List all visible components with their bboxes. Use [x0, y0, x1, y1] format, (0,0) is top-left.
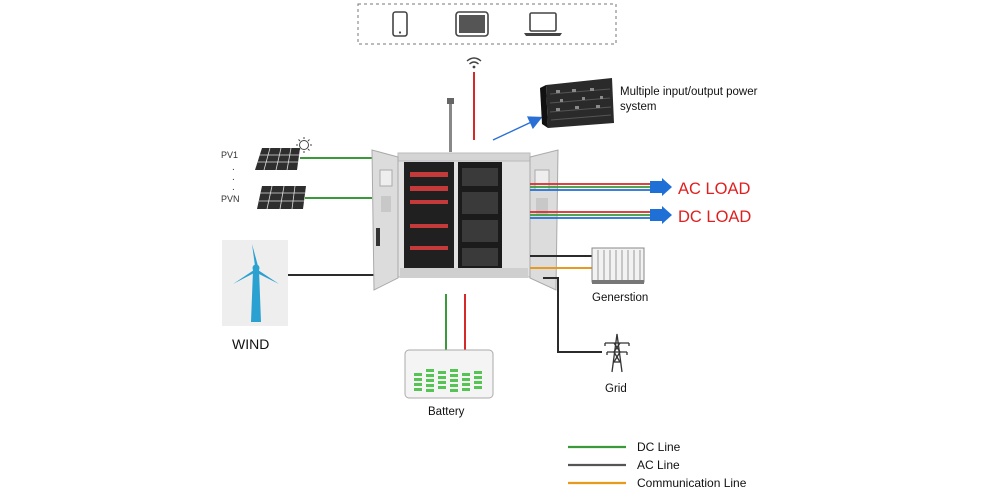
dc-load-label: DC LOAD: [678, 208, 751, 226]
generator-image: [591, 247, 645, 284]
grid-label: Grid: [605, 383, 627, 395]
dc-load-arrow: [650, 206, 672, 224]
multi-io-rack-image: [540, 78, 614, 128]
generation-label: Generstion: [592, 292, 648, 304]
battery-image: [404, 349, 494, 399]
pv-dot-1: .: [232, 162, 235, 173]
pv1-label: PV1: [221, 150, 238, 160]
multi-io-label-line1: Multiple input/output power: [620, 86, 758, 98]
legend: DC Line AC Line Communication Line: [568, 440, 747, 490]
multi-io-label-line2: system: [620, 101, 656, 113]
grid-ac-line: [543, 277, 602, 353]
wifi-icon: [466, 57, 482, 69]
ac-load-connection: [530, 178, 672, 196]
pv1-panel: [255, 147, 300, 171]
pv-dot-2: .: [232, 172, 235, 183]
legend-dc-label: DC Line: [637, 440, 681, 454]
device-box: [357, 3, 617, 45]
battery-label: Battery: [428, 406, 465, 418]
legend-comm-label: Communication Line: [637, 476, 747, 490]
pv-dot-3: .: [232, 182, 235, 193]
blue-arrow: [492, 116, 543, 141]
device-group: [357, 3, 617, 45]
tablet-icon: [455, 11, 489, 37]
smartphone-icon: [392, 11, 408, 37]
legend-ac-label: AC Line: [637, 458, 680, 472]
dc-load-connection: [530, 206, 672, 224]
pvn-label: PVN: [221, 194, 240, 204]
ac-load-arrow: [650, 178, 672, 196]
antenna: [447, 98, 454, 152]
pvn-panel: [257, 185, 306, 210]
ac-load-label: AC LOAD: [678, 180, 751, 198]
wind-turbine-image: [222, 240, 288, 326]
laptop-icon: [524, 12, 562, 36]
transmission-tower-icon: [604, 333, 630, 373]
wind-label: WIND: [232, 336, 269, 352]
